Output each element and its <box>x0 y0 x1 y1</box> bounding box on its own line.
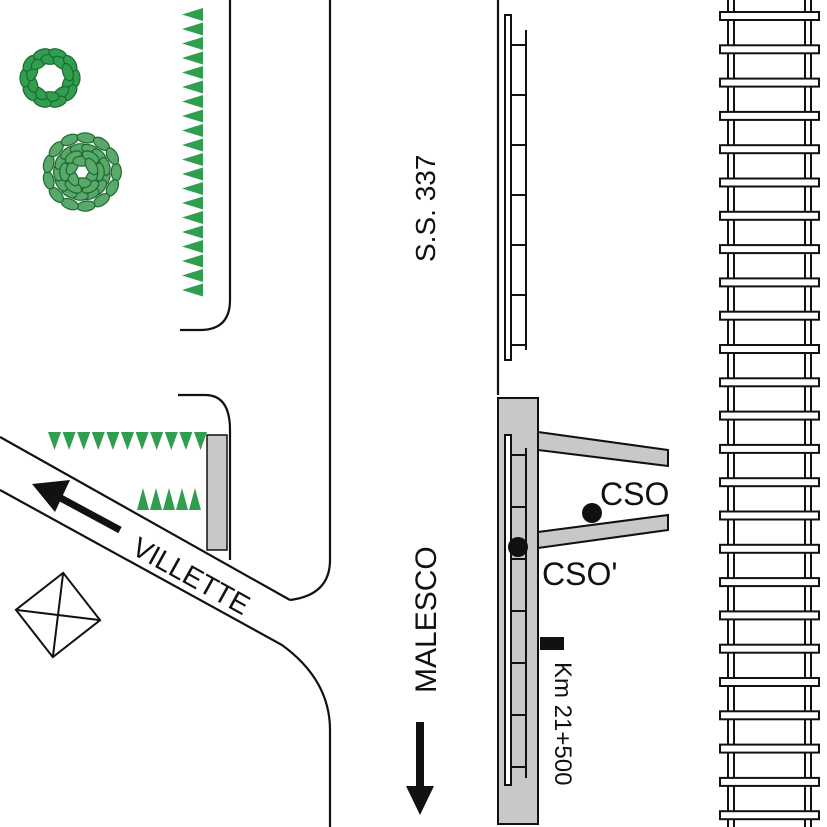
building-icon <box>14 571 102 659</box>
road-west-edge <box>289 0 332 602</box>
hedge-icon <box>48 8 207 510</box>
curb-north-left <box>180 0 232 332</box>
point-cso-marker[interactable] <box>582 503 602 523</box>
km-marker-post <box>540 637 564 650</box>
road-edges <box>0 0 500 827</box>
tree-icon <box>19 48 122 212</box>
railway-track-icon <box>719 0 820 827</box>
bay-arm-lower <box>537 513 669 550</box>
curb-block <box>206 434 228 551</box>
guardrail-north <box>504 14 527 361</box>
point-cso-prime-marker[interactable] <box>508 537 528 557</box>
road-name-label: S.S. 337 <box>410 155 441 262</box>
villette-road-upper <box>0 436 291 601</box>
point-cso-prime-label: CSO' <box>542 556 617 592</box>
bay-arm-upper <box>537 430 669 468</box>
villette-road-lower <box>0 489 332 827</box>
point-cso-label: CSO <box>600 476 669 512</box>
curb-lower-left <box>178 393 232 560</box>
km-marker-label: Km 21+500 <box>549 662 576 785</box>
direction-malesco-label: MALESCO <box>410 546 443 693</box>
platform <box>497 397 669 825</box>
arrow-left-icon <box>32 480 122 534</box>
arrow-down-icon <box>406 722 434 815</box>
